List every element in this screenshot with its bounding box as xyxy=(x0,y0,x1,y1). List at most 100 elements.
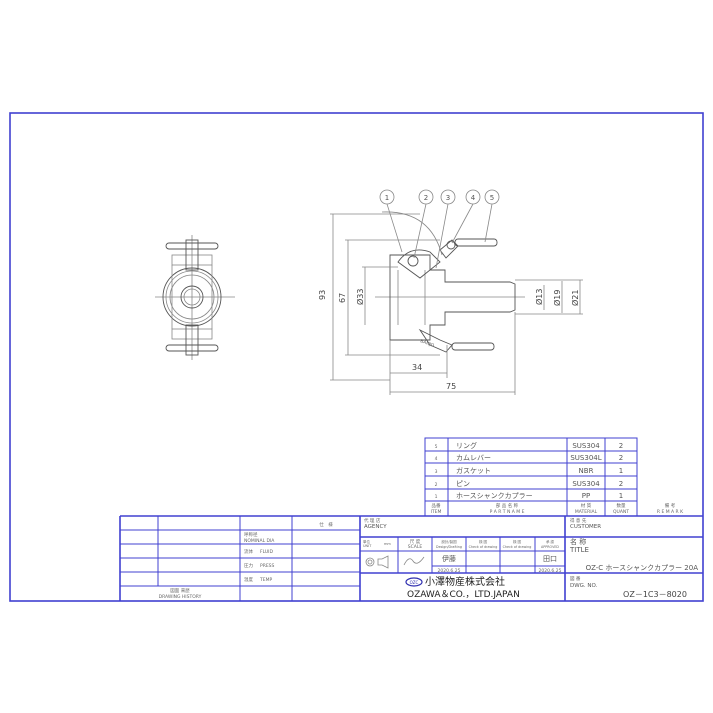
dim-93: 93 xyxy=(318,290,327,300)
title_block-unit_jp: 単位 xyxy=(363,539,371,544)
parts-row-2: 2 ピン SUS304 2 xyxy=(435,480,624,488)
stamp-text: BANJO xyxy=(419,338,435,349)
side-view xyxy=(155,235,235,360)
parts_list-header-name_jp: 部 品 名 称 xyxy=(496,502,519,509)
balloon-3: 3 xyxy=(446,194,450,202)
spec-rows-3-en: TEMP xyxy=(259,577,272,583)
parts_list-header-remark: R E M A R K xyxy=(657,509,684,515)
title_block-check1: Check of drawing xyxy=(469,545,498,549)
title_block-approver_date: 2020.6.25 xyxy=(539,568,562,574)
parts_list-rows-0-name: リング xyxy=(456,441,477,450)
parts_list-header-material_jp: 材 質 xyxy=(581,502,592,509)
parts-header: 品番 ITEM 部 品 名 称 P A R T N A M E 材 質 MATE… xyxy=(431,502,685,515)
spec-rows-0-jp: 呼称径 xyxy=(244,531,258,538)
parts_list-rows-2-name: ガスケット xyxy=(456,466,491,475)
parts_list-rows-1-material: SUS304L xyxy=(570,454,601,462)
parts_list-rows-1-item: 4 xyxy=(435,456,438,462)
title_block-check2: Check of drawing xyxy=(503,545,532,549)
company-name-en: OZAWA＆CO.，LTD.JAPAN xyxy=(407,590,520,600)
parts_list-rows-0-quant: 2 xyxy=(619,442,623,450)
parts-row-4: 4 カムレバー SUS304L 2 xyxy=(435,454,624,462)
parts_list-rows-3-name: ピン xyxy=(456,480,470,488)
title_block-design: Design/Drafting xyxy=(436,545,462,549)
drawing-number: OZ－1C3－8020 xyxy=(623,590,687,599)
company-name-jp: 小澤物産株式会社 xyxy=(425,575,505,588)
title_block-approved: APPROVED xyxy=(541,545,559,549)
agency-label: AGENCY xyxy=(364,524,387,530)
parts_list-header-quant: QUANT xyxy=(613,509,629,515)
spec-rows-1-en: FLUID xyxy=(260,549,273,555)
parts_list-rows-4-quant: 1 xyxy=(619,492,623,500)
dim-hose-id: Ø13 xyxy=(534,289,544,305)
balloon-5: 5 xyxy=(490,194,494,202)
parts-row-5: 5 リング SUS304 2 xyxy=(435,441,624,450)
dim-bore: Ø33 xyxy=(355,289,365,305)
parts-row-3: 3 ガスケット NBR 1 xyxy=(435,466,624,475)
drawing-title: OZ-C ホースシャンクカプラー 20A xyxy=(586,564,699,572)
spec-rows-3-jp: 温度 xyxy=(244,576,253,583)
spec-rows-1-jp: 流体 xyxy=(244,548,253,555)
title_block-company_logo: OZC xyxy=(410,580,419,585)
parts_list-header-quant_jp: 数量 xyxy=(617,502,626,509)
spec-history_jp: 図面 来歴 xyxy=(170,588,190,594)
parts_list-rows-2-material: NBR xyxy=(579,467,594,475)
parts_list-header-name: P A R T N A M E xyxy=(490,509,525,515)
parts_list-rows-3-quant: 2 xyxy=(619,480,623,488)
parts_list-rows-1-name: カムレバー xyxy=(456,454,491,462)
section-view: BANJO 1 2 3 4 5 93 67 Ø33 Ø13 Ø19 xyxy=(318,189,583,395)
balloon-2: 2 xyxy=(424,194,428,202)
scale-wave-icon xyxy=(403,556,425,566)
parts_list-header-material: MATERIAL xyxy=(575,509,598,515)
parts-list-table: 5 リング SUS304 2 4 カムレバー SUS304L 2 3 ガスケット… xyxy=(424,437,685,516)
customer-label: CUSTOMER xyxy=(570,524,601,530)
projection-symbol-icon xyxy=(365,555,389,569)
title_block-name_jp: 名 称 xyxy=(570,537,586,546)
title_block-scale_jp: 尺 度 xyxy=(410,538,421,545)
approver: 田口 xyxy=(543,555,557,563)
title_block-scale: SCALE xyxy=(408,544,423,550)
title_block-dwg_jp: 図 番 xyxy=(570,575,581,582)
parts_list-rows-3-item: 2 xyxy=(435,482,438,488)
title_block-design_jp: 設計/製図 xyxy=(441,539,457,544)
parts-row-1: 1 ホースシャンクカプラー PP 1 xyxy=(435,492,624,500)
drawing-history-label: DRAWING HISTORY xyxy=(159,594,202,600)
parts_list-rows-1-quant: 2 xyxy=(619,454,623,462)
dim-hose-od: Ø21 xyxy=(570,290,580,306)
dim-67: 67 xyxy=(338,293,347,303)
title_block-customer_jp: 得 意 先 xyxy=(570,517,587,524)
parts_list-rows-0-item: 5 xyxy=(435,444,438,450)
title_block-name: TITLE xyxy=(569,546,589,554)
parts_list-rows-3-material: SUS304 xyxy=(572,480,600,488)
spec-rows-0-en: NOMINAL DIA xyxy=(244,538,275,544)
title_block-designer_date: 2020.6.25 xyxy=(438,568,461,574)
spec-rows-2-en: PRESS xyxy=(260,563,275,569)
title_block-check2_jp: 検 図 xyxy=(513,539,522,544)
title_block-check1_jp: 検 図 xyxy=(479,539,488,544)
balloons: 1 2 3 4 5 xyxy=(379,189,500,269)
dim-75: 75 xyxy=(446,382,456,391)
title_block-unit: UNIT xyxy=(363,544,372,548)
designer: 伊藤 xyxy=(442,554,456,563)
parts_list-rows-4-name: ホースシャンクカプラー xyxy=(456,492,533,500)
dim-hose-mid: Ø19 xyxy=(552,290,562,306)
parts_list-header-item: ITEM xyxy=(431,509,442,515)
company-logo: OZC xyxy=(405,577,423,587)
title-block: 仕 様 呼称径 NOMINAL DIA 流体 FLUID 圧力 PRESS 温度… xyxy=(119,515,703,601)
parts_list-rows-4-item: 1 xyxy=(435,494,438,500)
parts_list-header-remark_jp: 備 考 xyxy=(665,502,676,509)
spec-rows-2-jp: 圧力 xyxy=(244,562,253,569)
parts_list-rows-4-material: PP xyxy=(582,492,590,500)
title_block-unit_value: mm xyxy=(384,542,391,546)
spec-title: 仕 様 xyxy=(319,521,333,528)
parts_list-rows-2-item: 3 xyxy=(435,469,438,475)
balloon-4: 4 xyxy=(471,194,476,202)
parts_list-rows-0-material: SUS304 xyxy=(572,442,600,450)
drawing-frame xyxy=(9,112,704,602)
title_block-agency_jp: 代 理 店 xyxy=(364,517,381,524)
parts_list-rows-2-quant: 1 xyxy=(619,467,623,475)
title_block-dwg: DWG. NO. xyxy=(570,583,598,589)
parts_list-header-item_jp: 品番 xyxy=(432,502,441,509)
title_block-approved_jp: 承 認 xyxy=(546,539,555,544)
balloon-1: 1 xyxy=(385,194,389,202)
